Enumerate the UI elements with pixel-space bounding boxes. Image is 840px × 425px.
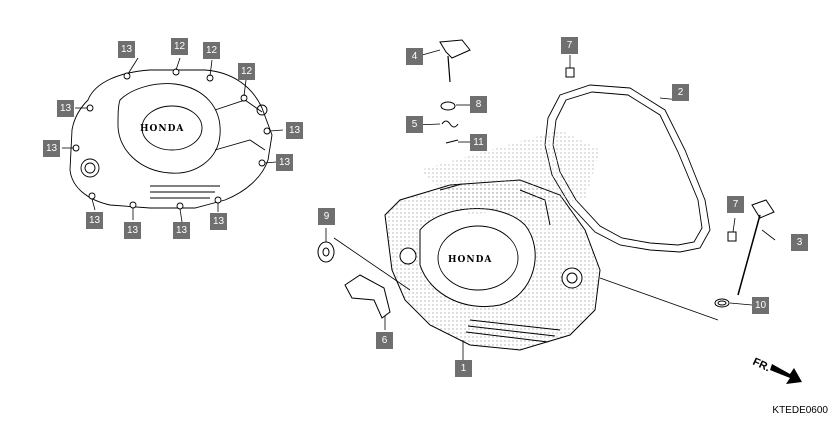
- front-label: FR.: [751, 356, 772, 374]
- callout-7: 7: [727, 196, 744, 213]
- callout-10: 10: [752, 297, 769, 314]
- callout-13: 13: [210, 213, 227, 230]
- callout-8: 8: [470, 96, 487, 113]
- oring-10-drawing: [714, 298, 730, 308]
- callout-12: 12: [203, 42, 220, 59]
- callout-2: 2: [672, 84, 689, 101]
- oil-seal-9-drawing: [317, 241, 335, 263]
- callout-13: 13: [118, 41, 135, 58]
- inset-cover-view: HONDA: [69, 68, 273, 210]
- callout-3: 3: [791, 234, 808, 251]
- front-direction-arrow: FR.: [751, 356, 802, 384]
- callout-11: 11: [470, 134, 487, 151]
- pin-11-drawing: [445, 139, 459, 144]
- spring-5-drawing: [441, 120, 459, 128]
- callout-13: 13: [57, 100, 74, 117]
- dowel-pin-7a-drawing: [565, 67, 575, 78]
- right-crankcase-cover-drawing: HONDA: [384, 179, 601, 351]
- callout-13: 13: [43, 140, 60, 157]
- dipstick-drawing: [737, 199, 775, 296]
- callout-12: 12: [171, 38, 188, 55]
- callout-13: 13: [173, 222, 190, 239]
- callout-4: 4: [406, 48, 423, 65]
- leader-lines: [62, 49, 776, 360]
- callout-13: 13: [124, 222, 141, 239]
- dowel-pin-7b-drawing: [727, 231, 737, 242]
- callout-5: 5: [406, 116, 423, 133]
- callout-13: 13: [286, 122, 303, 139]
- bracket-4-drawing: [439, 39, 471, 83]
- inset-brand-logo: HONDA: [140, 124, 184, 134]
- assembly-shading: [420, 130, 600, 215]
- diagram-code: KTEDE0600: [772, 405, 828, 416]
- cover-brand-logo: HONDA: [448, 255, 492, 265]
- callout-13: 13: [276, 154, 293, 171]
- bracket-6-drawing: [344, 274, 391, 319]
- callout-6: 6: [376, 332, 393, 349]
- callout-7: 7: [561, 37, 578, 54]
- callout-1: 1: [455, 360, 472, 377]
- oil-seal-8-drawing: [440, 101, 456, 111]
- callout-9: 9: [318, 208, 335, 225]
- callout-13: 13: [86, 212, 103, 229]
- callout-12: 12: [238, 63, 255, 80]
